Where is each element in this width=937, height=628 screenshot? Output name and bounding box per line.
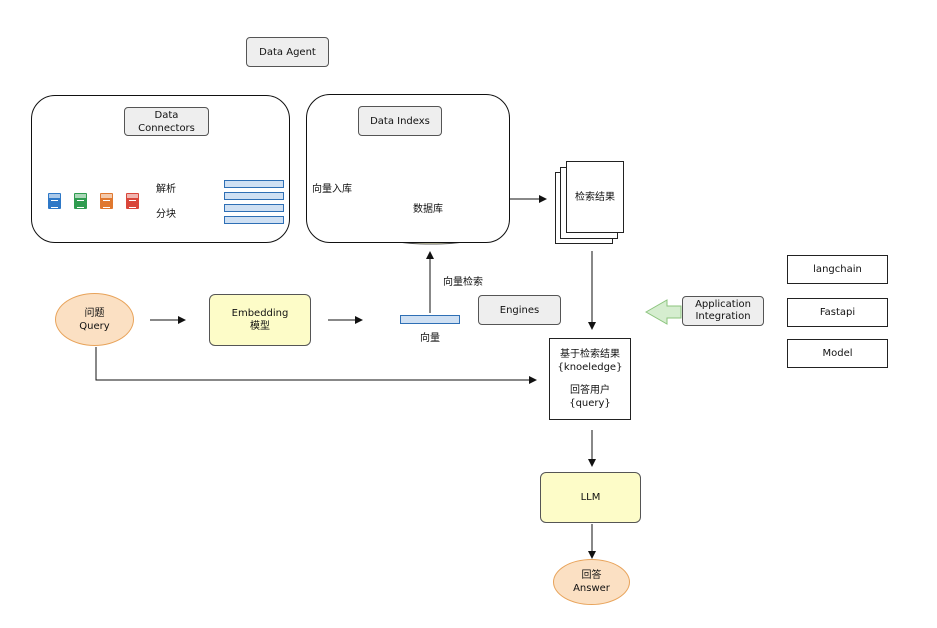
data-indexes-title: Data Indexs [358,106,442,136]
llm-text: LLM [580,492,601,503]
prompt-line4: {query} [569,398,611,409]
answer-line2: Answer [573,583,610,594]
application-line2: Integration [695,311,751,322]
engines-text: Engines [499,304,540,316]
chunk-row [224,204,284,212]
query-to-prompt-arrow [95,347,537,384]
embedding-line2: 模型 [250,321,270,332]
data-indexes-title-text: Data Indexs [370,115,430,127]
langchain-text: langchain [813,264,862,275]
embedding-line1: Embedding [231,308,289,319]
langchain-box: langchain [787,255,888,284]
parse-label: 解析 [156,184,176,195]
doc-file-icon [48,193,61,209]
application-line1: Application [695,299,751,310]
integration-arrow [644,299,682,325]
data-agent-text: Data Agent [259,46,316,58]
database-label: 数据库 [413,204,443,215]
query-node: 问题 Query [55,293,134,346]
engines-box: Engines [478,295,561,325]
chunk-row [224,192,284,200]
answer-line1: 回答 [581,570,602,581]
model-text: Model [822,348,853,359]
answer-node: 回答 Answer [553,559,630,605]
embedding-model-box: Embedding 模型 [209,294,311,346]
application-integration-box: Application Integration [682,296,764,326]
chunk-label: 分块 [156,209,176,220]
prompt-line3: 回答用户 [570,385,610,396]
prompt-box: 基于检索结果 {knoeledge} 回答用户 {query} [549,338,631,420]
ingest-label: 向量入库 [312,184,352,195]
model-box: Model [787,339,888,368]
xls-file-icon [74,193,87,209]
vector-search-label: 向量检索 [443,277,483,288]
pdf-file-icon [126,193,139,209]
query-line2: Query [79,320,110,332]
chunk-row [224,216,284,224]
vector-label: 向量 [420,333,440,344]
llm-box: LLM [540,472,641,523]
vector-bar [400,315,460,324]
search-results-box: 检索结果 [566,161,624,233]
prompt-line2: {knoeledge} [557,362,623,373]
chunk-row [224,180,284,188]
fastapi-box: Fastapi [787,298,888,327]
query-line1: 问题 [84,307,105,319]
fastapi-text: Fastapi [819,307,856,318]
search-results-text: 检索结果 [575,191,615,203]
data-agent-label: Data Agent [246,37,329,67]
data-connectors-title-text: Data Connectors [138,109,195,134]
ppt-file-icon [100,193,113,209]
prompt-line1: 基于检索结果 [560,349,620,360]
data-connectors-title: Data Connectors [124,107,209,136]
